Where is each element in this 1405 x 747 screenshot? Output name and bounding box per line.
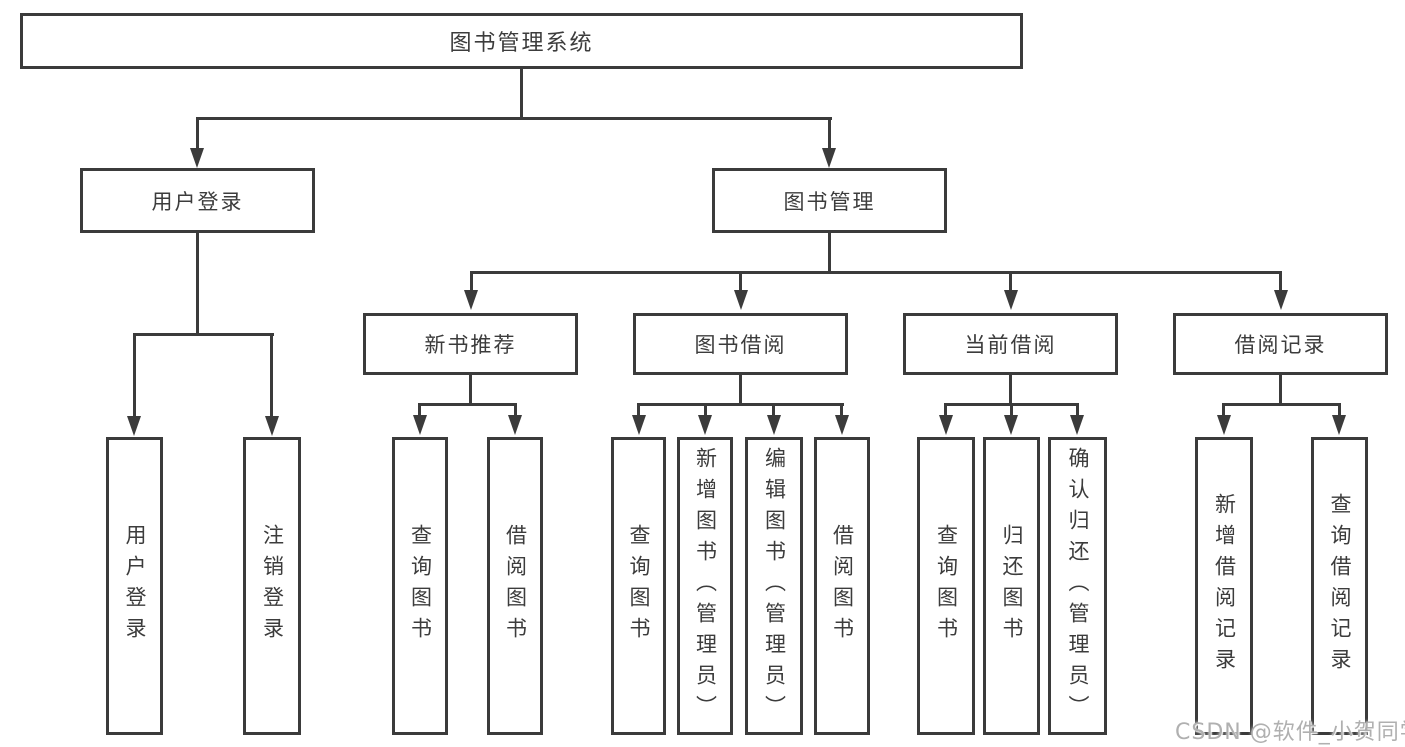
- leaf-label: 确认归还（管理员）: [1066, 446, 1090, 726]
- node-new-book-recommend: 新书推荐: [363, 313, 578, 375]
- leaf-logout: 注销登录: [243, 437, 301, 735]
- node-book-borrow-label: 图书借阅: [694, 333, 787, 357]
- connector-hline: [196, 117, 832, 120]
- arrow-down-icon: [1332, 415, 1346, 435]
- connector-vline: [704, 403, 707, 417]
- connector-vline: [196, 117, 199, 151]
- leaf-add-books-admin: 新增图书（管理员）: [677, 437, 733, 735]
- connector-hline: [1222, 403, 1341, 406]
- leaf-user-login: 用户登录: [106, 437, 163, 735]
- connector-vline: [739, 375, 742, 405]
- leaf-label: 归还图书: [1000, 524, 1024, 648]
- leaf-label: 查询借阅记录: [1328, 493, 1352, 679]
- connector-vline: [470, 271, 473, 292]
- arrow-down-icon: [939, 415, 953, 435]
- leaf-label: 新增借阅记录: [1212, 493, 1237, 679]
- connector-vline: [270, 333, 273, 417]
- leaf-label: 查询图书: [408, 524, 433, 648]
- leaf-label: 查询图书: [627, 524, 651, 648]
- arrow-down-icon: [508, 415, 522, 435]
- leaf-query-books-recommend: 查询图书: [392, 437, 448, 735]
- leaf-label: 借阅图书: [830, 524, 855, 648]
- arrow-down-icon: [127, 416, 141, 436]
- leaf-return-books: 归还图书: [983, 437, 1040, 735]
- node-root: 图书管理系统: [20, 13, 1023, 69]
- connector-vline: [469, 375, 472, 405]
- arrow-down-icon: [734, 290, 748, 310]
- leaf-edit-books-admin: 编辑图书（管理员）: [745, 437, 803, 735]
- arrow-down-icon: [190, 148, 204, 168]
- leaf-label: 用户登录: [123, 524, 147, 648]
- node-user-login-label: 用户登录: [151, 189, 244, 214]
- arrow-down-icon: [1004, 290, 1018, 310]
- node-current-borrow-label: 当前借阅: [964, 333, 1057, 357]
- arrow-down-icon: [822, 148, 836, 168]
- arrow-down-icon: [265, 416, 279, 436]
- leaf-query-books-current: 查询图书: [917, 437, 975, 735]
- leaf-label: 编辑图书（管理员）: [762, 446, 787, 726]
- connector-vline: [1222, 403, 1225, 417]
- arrow-down-icon: [835, 415, 849, 435]
- leaf-query-borrow-record: 查询借阅记录: [1311, 437, 1368, 735]
- connector-vline: [520, 69, 523, 119]
- arrow-down-icon: [632, 415, 646, 435]
- connector-vline: [514, 403, 517, 417]
- leaf-confirm-return-admin: 确认归还（管理员）: [1048, 437, 1107, 735]
- node-borrow-records-label: 借阅记录: [1234, 333, 1327, 357]
- connector-vline: [1009, 375, 1012, 405]
- node-root-label: 图书管理系统: [449, 31, 594, 56]
- node-current-borrow: 当前借阅: [903, 313, 1118, 375]
- node-book-borrow: 图书借阅: [633, 313, 848, 375]
- leaf-label: 借阅图书: [503, 524, 528, 648]
- connector-vline: [133, 333, 136, 417]
- connector-vline: [1338, 403, 1341, 417]
- watermark: CSDN @软件_小贺同学: [1175, 720, 1405, 745]
- leaf-borrow-books: 借阅图书: [814, 437, 870, 735]
- leaf-label: 新增图书（管理员）: [693, 446, 718, 726]
- node-new-book-recommend-label: 新书推荐: [424, 333, 517, 357]
- node-borrow-records: 借阅记录: [1173, 313, 1388, 375]
- arrow-down-icon: [767, 415, 781, 435]
- leaf-label: 查询图书: [934, 524, 959, 648]
- connector-vline: [944, 403, 947, 417]
- connector-vline: [739, 271, 742, 292]
- connector-vline: [1076, 403, 1079, 417]
- arrow-down-icon: [413, 415, 427, 435]
- connector-vline: [637, 403, 640, 417]
- connector-vline: [1009, 271, 1012, 292]
- arrow-down-icon: [1070, 415, 1084, 435]
- leaf-add-borrow-record: 新增借阅记录: [1195, 437, 1253, 735]
- connector-vline: [828, 117, 831, 151]
- connector-vline: [772, 403, 775, 417]
- connector-vline: [1279, 271, 1282, 292]
- arrow-down-icon: [1274, 290, 1288, 310]
- connector-hline: [418, 403, 517, 406]
- arrow-down-icon: [464, 290, 478, 310]
- node-user-login: 用户登录: [80, 168, 315, 233]
- arrow-down-icon: [1217, 415, 1231, 435]
- connector-hline: [470, 271, 1282, 274]
- arrow-down-icon: [1004, 415, 1018, 435]
- node-book-management-label: 图书管理: [783, 189, 876, 214]
- connector-vline: [1279, 375, 1282, 405]
- connector-vline: [418, 403, 421, 417]
- connector-vline: [828, 233, 831, 273]
- connector-hline: [133, 333, 274, 336]
- arrow-down-icon: [698, 415, 712, 435]
- connector-vline: [1010, 403, 1013, 417]
- node-book-management: 图书管理: [712, 168, 947, 233]
- leaf-query-books-borrow: 查询图书: [611, 437, 666, 735]
- leaf-borrow-books-recommend: 借阅图书: [487, 437, 543, 735]
- connector-vline: [840, 403, 843, 417]
- leaf-label: 注销登录: [260, 524, 285, 648]
- connector-vline: [196, 233, 199, 335]
- connector-hline: [637, 403, 844, 406]
